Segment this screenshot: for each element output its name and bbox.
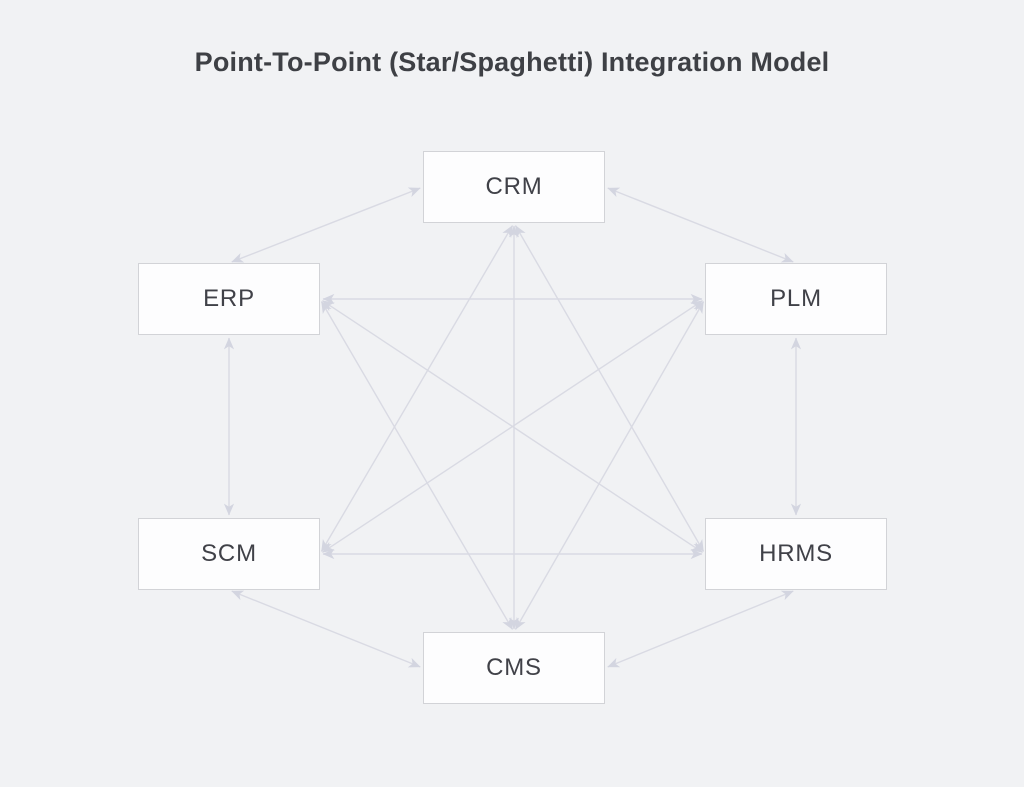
edge-crm-hrms xyxy=(514,225,705,552)
node-crm-box: CRM xyxy=(423,151,605,223)
edge-hrms-cms xyxy=(607,590,794,668)
node-scm-label: SCM xyxy=(201,540,257,567)
node-hrms-box: HRMS xyxy=(705,518,887,590)
edge-scm-cms xyxy=(231,590,421,668)
edge-crm-scm xyxy=(320,225,514,552)
node-erp-label: ERP xyxy=(203,285,255,312)
node-plm-box: PLM xyxy=(705,263,887,335)
edge-crm-plm xyxy=(607,187,794,263)
node-plm-label: PLM xyxy=(770,285,822,312)
node-hrms-label: HRMS xyxy=(759,540,833,567)
edge-plm-cms xyxy=(514,301,705,630)
node-cms-label: CMS xyxy=(486,654,542,681)
edge-crm-erp xyxy=(231,187,421,263)
node-erp-box: ERP xyxy=(138,263,320,335)
node-scm-box: SCM xyxy=(138,518,320,590)
node-crm-label: CRM xyxy=(485,173,543,200)
diagram-title: Point-To-Point (Star/Spaghetti) Integrat… xyxy=(194,47,830,77)
edge-erp-cms xyxy=(320,301,514,630)
node-cms-box: CMS xyxy=(423,632,605,704)
